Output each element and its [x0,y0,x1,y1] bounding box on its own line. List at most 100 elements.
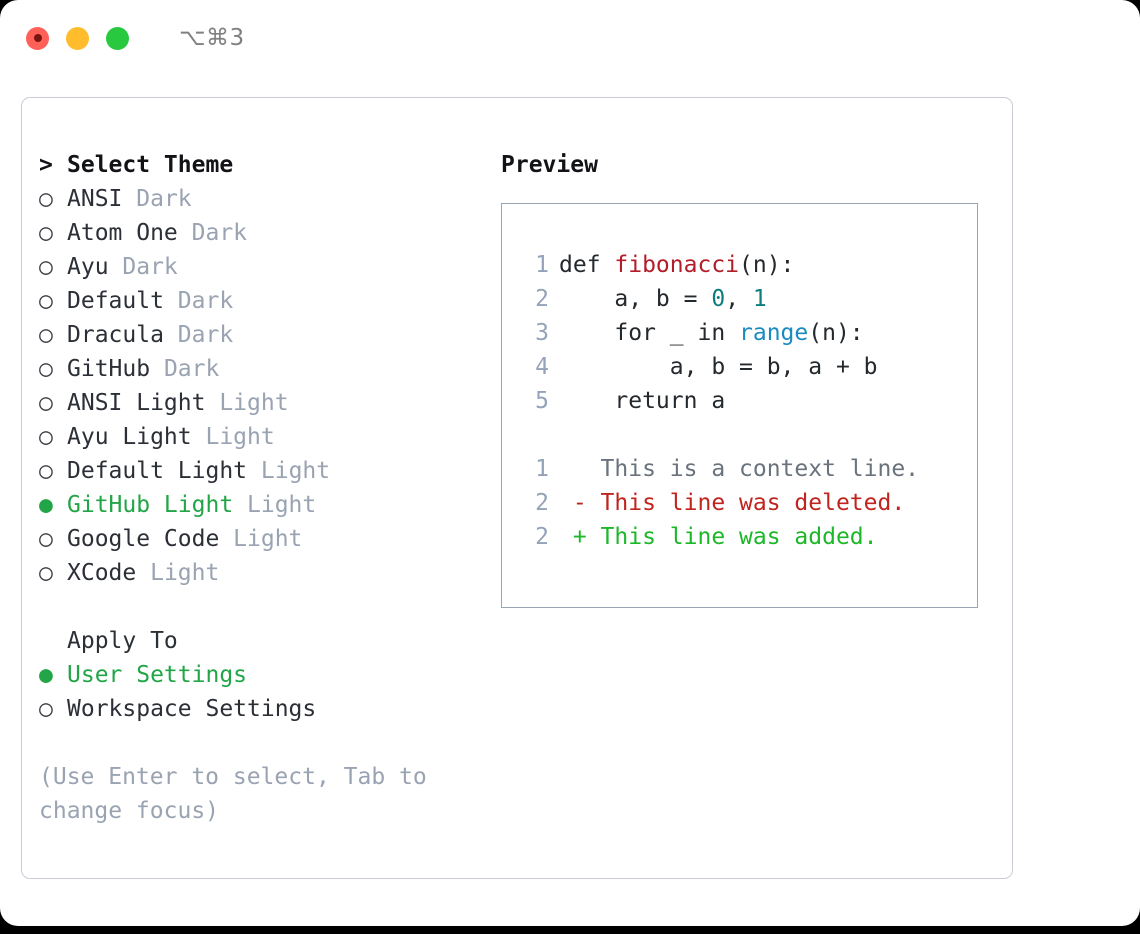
theme-option-name: Default [67,288,178,314]
radio-unselected-icon: ○ [39,424,53,450]
code-token: , [725,286,753,312]
radio-unselected-icon: ○ [39,220,53,246]
code-token: fibonacci [614,252,740,278]
code-sample: 1 def fibonacci (n): 2 a, b = 0, 1 3 for _ i… [502,248,977,418]
main-card: > Select Theme ○ ANSI Dark ○ Atom One Dark ○ A… [21,97,1013,879]
code-token: 1 [752,286,767,312]
theme-list: ○ ANSI Dark ○ Atom One Dark ○ Ayu Dark ○ Defaul… [39,182,499,590]
radio-unselected-icon: ○ [39,390,53,416]
radio-unselected-icon: ○ [39,526,53,552]
radio-unselected-icon: ○ [39,356,53,382]
theme-option-name: ANSI [67,186,137,212]
apply-to-list: ● User Settings ○ Workspace Settings [39,658,499,726]
code-token: def [559,252,615,278]
theme-option[interactable]: ○ Ayu Dark [39,250,499,284]
theme-option-name: Default Light [67,458,261,484]
code-line-number: 5 [535,388,549,414]
theme-option[interactable]: ○ANSI Dark [39,182,499,216]
theme-option-variant: Dark [122,254,178,280]
code-line: 5 return a [502,384,977,418]
heading-caret-icon: > [39,152,53,178]
theme-picker-heading-label: Select Theme [67,152,234,178]
theme-option-variant: Light [233,526,303,552]
theme-option[interactable]: ○ Dracula Dark [39,318,499,352]
diff-line: 1 This is a context line. [502,452,977,486]
theme-picker-pane: > Select Theme ○ ANSI Dark ○ Atom One Dark ○ A… [39,148,499,828]
code-line: 2 a, b = 0, 1 [502,282,977,316]
theme-option[interactable]: ○ Ayu Light Light [39,420,499,454]
apply-to-option[interactable]: ○ Workspace Settings [39,692,499,726]
theme-option-name: GitHub [67,356,164,382]
code-token: return a [559,388,726,414]
radio-unselected-icon: ○ [39,458,53,484]
diff-line-text: This is a context line. [559,456,920,482]
radio-unselected-icon: ○ [39,254,53,280]
theme-option-variant: Light [260,458,331,484]
theme-option-variant: Light [219,390,289,416]
apply-to-option-label: User Settings [67,662,248,688]
diff-line-text: - This line was deleted. [559,490,906,516]
code-line-number: 3 [535,320,549,346]
diff-spacer [502,418,977,452]
theme-option-variant: Light [150,560,220,586]
theme-option[interactable]: ○ XCode Light [39,556,499,590]
code-token: a, b = [559,286,712,312]
diff-sample: 1 This is a context line.2 - This line w… [502,452,977,554]
code-token: (n): [808,320,864,346]
theme-option[interactable]: ○ Default Dark [39,284,499,318]
theme-picker-heading: > Select Theme [39,148,499,182]
diff-line: 2 - This line was deleted. [502,486,977,520]
code-line-number: 4 [535,354,549,380]
apply-to-heading: Apply To [39,624,499,658]
close-window-button[interactable] [26,26,49,50]
theme-option-variant: Dark [177,288,234,314]
radio-unselected-icon: ○ [39,322,53,348]
radio-selected-icon: ● [39,662,53,688]
theme-option-variant: Light [247,492,317,518]
theme-option-name: Google Code [67,526,234,552]
radio-unselected-icon: ○ [39,696,53,722]
theme-option-name: ANSI Light [67,390,220,416]
code-token: a, b = b, a + b [559,354,878,380]
theme-option[interactable]: ●GitHub Light Light [39,488,499,522]
maximize-window-button[interactable] [106,26,129,50]
theme-option[interactable]: ○ Google Code Light [39,522,499,556]
radio-unselected-icon: ○ [39,186,53,212]
code-line-number: 1 [535,252,549,278]
theme-option[interactable]: ○ Atom One Dark [39,216,499,250]
theme-option-name: Dracula [67,322,178,348]
code-token: for _ in [559,320,740,346]
title-bar: ⌥⌘3 [0,0,1140,76]
theme-option-variant: Dark [177,322,234,348]
theme-option-variant: Dark [191,220,248,246]
diff-line-number: 2 [535,524,549,550]
theme-option-variant: Light [205,424,275,450]
minimize-window-button[interactable] [66,26,89,50]
keyboard-shortcut-label: ⌥⌘3 [179,25,245,51]
diff-line: 2 + This line was added. [502,520,977,554]
theme-option-variant: Dark [163,356,220,382]
apply-to-option-label: Workspace Settings [67,696,317,722]
preview-title: Preview [501,152,598,178]
apply-to-heading-label: Apply To [67,628,178,654]
diff-line-number: 1 [535,456,549,482]
code-line-number: 2 [535,286,549,312]
preview-pane: Preview 1 def fibonacci (n): 2 a, b = 0, 1 3… [501,148,1001,608]
radio-selected-icon: ● [39,492,53,518]
diff-line-text: + This line was added. [559,524,878,550]
keyboard-hint-text: (Use Enter to select, Tab to change focu… [39,764,427,824]
diff-line-number: 2 [535,490,549,516]
theme-option[interactable]: ○ ANSI Light Light [39,386,499,420]
radio-unselected-icon: ○ [39,288,53,314]
code-token: range [739,320,809,346]
radio-unselected-icon: ○ [39,560,53,586]
theme-option[interactable]: ○ Default Light Light [39,454,499,488]
theme-option-name: Atom One [67,220,192,246]
theme-option-name: Ayu Light [67,424,206,450]
theme-option-name: XCode [67,560,151,586]
theme-option[interactable]: ○ GitHub Dark [39,352,499,386]
theme-option-name: Ayu [67,254,123,280]
apply-to-option[interactable]: ● User Settings [39,658,499,692]
